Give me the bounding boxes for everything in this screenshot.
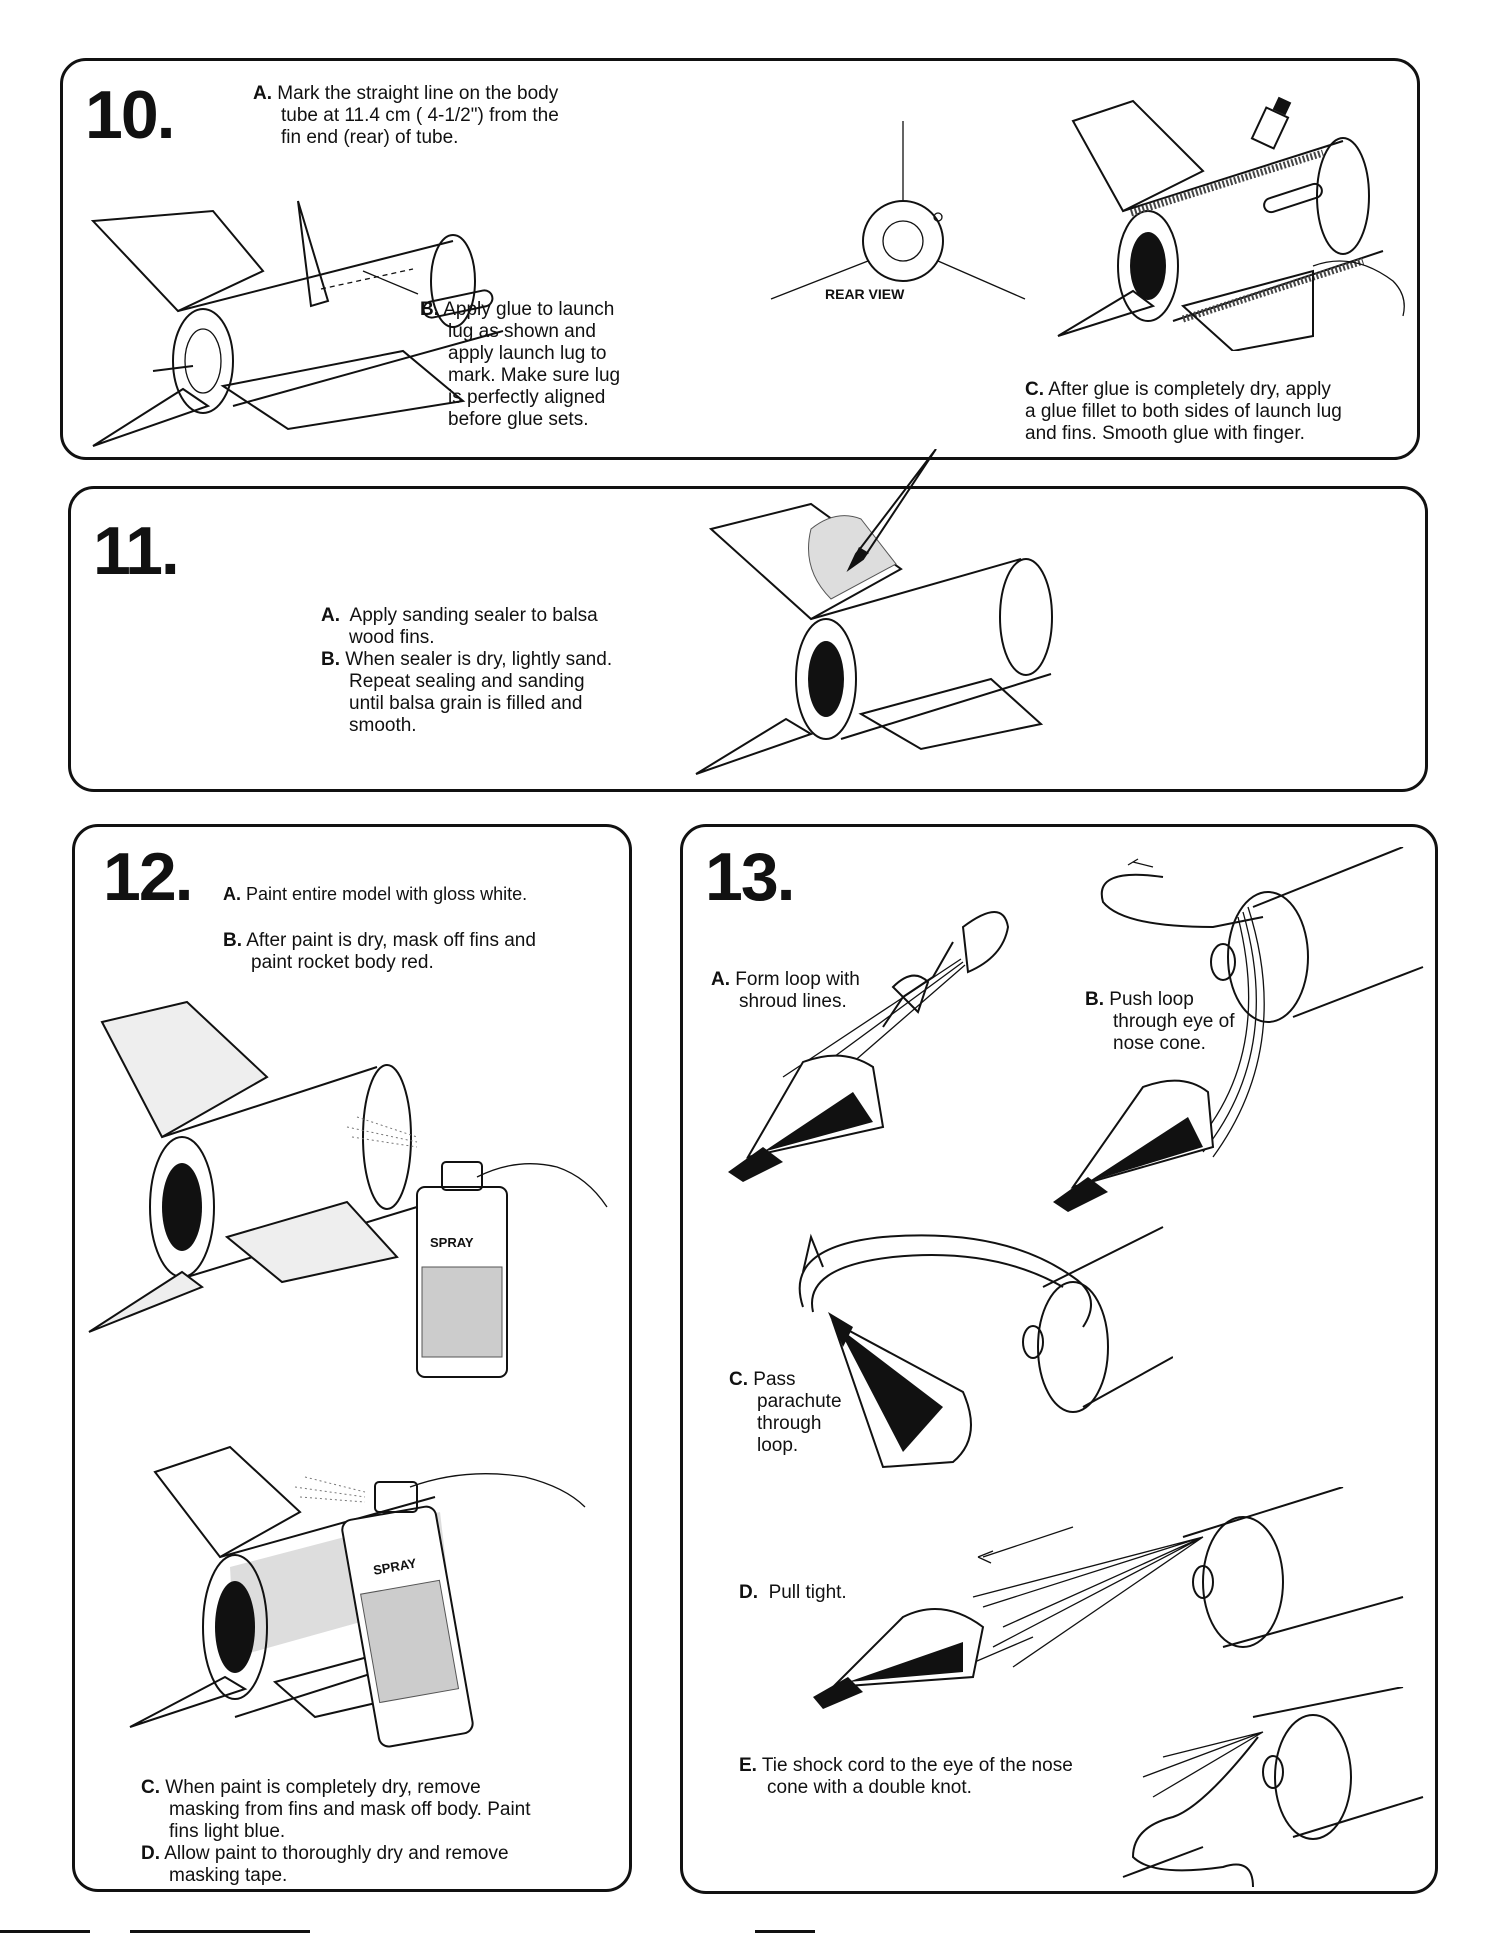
step-12b-text: B. After paint is dry, mask off fins and… [223, 930, 536, 974]
step-10a-line-2: tube at 11.4 cm ( 4-1/2") from the [281, 105, 559, 126]
step-11b-line-3: until balsa grain is filled and [349, 693, 583, 714]
bottom-rule-2 [130, 1930, 310, 1933]
spray-white-illustration: SPRAY [87, 967, 627, 1387]
bottom-rule-1 [0, 1930, 90, 1933]
step-13c-label: C. [729, 1369, 748, 1390]
rear-view-label: REAR VIEW [825, 286, 905, 302]
step-13d-line-1: Pull tight. [768, 1582, 847, 1603]
tie-shock-cord-illustration [1023, 1687, 1433, 1887]
pull-tight-illustration [803, 1487, 1423, 1717]
step-12c-text: C. When paint is completely dry, remove … [141, 1777, 531, 1887]
step-10c-label: C. [1025, 379, 1044, 400]
step-10-number: 10. [85, 77, 176, 153]
push-loop-illustration [1033, 847, 1433, 1227]
step-13a-line-2: shroud lines. [739, 991, 847, 1012]
step-13c-line-4: loop. [757, 1435, 799, 1456]
step-10b-line-2: lug as shown and [448, 321, 596, 342]
step-10c-line-1: After glue is completely dry, apply [1048, 379, 1331, 400]
step-11a-line-1: Apply sanding sealer to balsa [349, 605, 598, 626]
step-11b-line-4: smooth. [349, 715, 417, 736]
glue-fillet-illustration [1013, 81, 1413, 351]
step-13c-line-3: through [757, 1413, 822, 1434]
rocket-marking-illustration [83, 161, 513, 451]
step-12d-line-2: masking tape. [169, 1865, 288, 1886]
rear-view-diagram [763, 121, 1033, 311]
step-12b-line-2: paint rocket body red. [251, 952, 434, 973]
step-10a-text: A. Mark the straight line on the body tu… [253, 83, 559, 149]
step-13e-line-2: cone with a double knot. [767, 1777, 972, 1798]
spray-red-illustration: SPRAY [105, 1427, 605, 1767]
step-11a-label: A. [321, 605, 340, 626]
step-13b-line-2: through eye of [1113, 1011, 1235, 1032]
step-12c-line-1: When paint is completely dry, remove [165, 1777, 481, 1798]
step-12a-line-1: Paint entire model with gloss white. [246, 884, 528, 904]
step-12-number: 12. [103, 839, 194, 915]
step-10b-line-1: Apply glue to launch [443, 299, 615, 320]
step-12b-label: B. [223, 930, 242, 951]
step-13a-line-1: Form loop with [735, 969, 860, 990]
step-11b-line-1: When sealer is dry, lightly sand. [345, 649, 613, 670]
step-12a-label: A. [223, 884, 241, 904]
step-10c-text: C. After glue is completely dry, apply a… [1025, 379, 1342, 445]
step-10a-line-1: Mark the straight line on the body [277, 83, 559, 104]
step-13d-label: D. [739, 1582, 758, 1603]
step-12-panel: 12. A. Paint entire model with gloss whi… [72, 824, 632, 1892]
step-11a-line-2: wood fins. [349, 627, 435, 648]
step-13e-text: E. Tie shock cord to the eye of the nose… [739, 1755, 1073, 1799]
step-13a-text: A. Form loop with shroud lines. [711, 969, 860, 1013]
step-11b-line-2: Repeat sealing and sanding [349, 671, 585, 692]
step-12c-line-3: fins light blue. [169, 1821, 286, 1842]
step-10b-line-5: is perfectly aligned [448, 387, 606, 408]
step-13c-text: C. Pass parachute through loop. [729, 1369, 842, 1457]
spray-label-1: SPRAY [430, 1235, 474, 1250]
step-10c-line-3: and fins. Smooth glue with finger. [1025, 423, 1305, 444]
step-13e-label: E. [739, 1755, 757, 1776]
step-11-text: A. Apply sanding sealer to balsa wood fi… [321, 605, 612, 737]
step-13-panel: 13. A. Form loop with shroud lines. [680, 824, 1438, 1894]
step-12c-label: C. [141, 1777, 160, 1798]
step-13d-text: D. Pull tight. [739, 1582, 847, 1604]
step-10a-line-3: fin end (rear) of tube. [281, 127, 459, 148]
step-13b-label: B. [1085, 989, 1104, 1010]
step-10b-line-4: mark. Make sure lug [448, 365, 621, 386]
step-10c-line-2: a glue fillet to both sides of launch lu… [1025, 401, 1342, 422]
step-11-number: 11. [93, 513, 180, 589]
step-10b-line-3: apply launch lug to [448, 343, 607, 364]
step-12a-text: A. Paint entire model with gloss white. [223, 883, 527, 905]
step-13a-label: A. [711, 969, 730, 990]
step-12d-line-1: Allow paint to thoroughly dry and remove [164, 1843, 509, 1864]
step-10-panel: 10. A. Mark the straight line on the bod… [60, 58, 1420, 460]
step-10b-line-6: before glue sets. [448, 409, 589, 430]
bottom-rule-3 [755, 1930, 815, 1933]
step-13e-line-1: Tie shock cord to the eye of the nose [761, 1755, 1073, 1776]
step-13b-line-1: Push loop [1109, 989, 1194, 1010]
step-13c-line-2: parachute [757, 1391, 842, 1412]
step-13-number: 13. [705, 839, 796, 915]
step-12c-line-2: masking from fins and mask off body. Pai… [169, 1799, 531, 1820]
step-11-panel: 11. A. Apply sanding sealer to balsa woo… [68, 449, 1428, 792]
step-13b-line-3: nose cone. [1113, 1033, 1206, 1054]
step-10b-text: B. Apply glue to launch lug as shown and… [420, 299, 620, 431]
pass-parachute-illustration [743, 1217, 1173, 1497]
step-12d-label: D. [141, 1843, 160, 1864]
step-11b-label: B. [321, 649, 340, 670]
step-13c-line-1: Pass [753, 1369, 796, 1390]
step-12b-line-1: After paint is dry, mask off fins and [246, 930, 536, 951]
step-13b-text: B. Push loop through eye of nose cone. [1085, 989, 1234, 1055]
step-10a-label: A. [253, 83, 272, 104]
step-10b-label: B. [420, 299, 439, 320]
form-loop-illustration [703, 887, 1023, 1187]
sanding-sealer-illustration [691, 449, 1151, 779]
